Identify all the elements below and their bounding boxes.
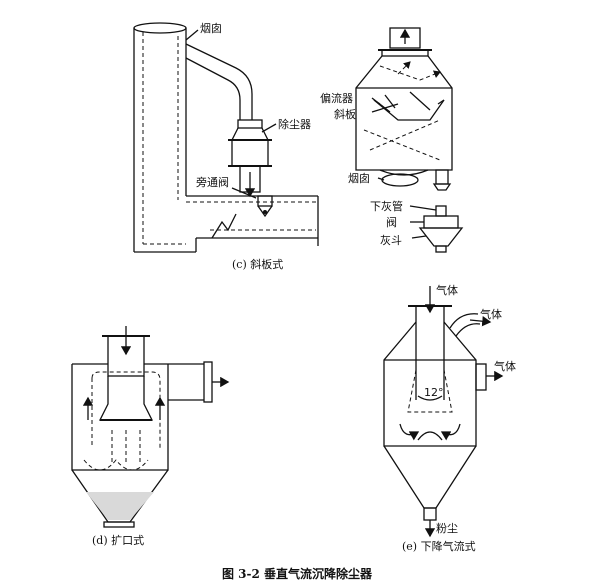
label-ash-pipe: 下灰管 bbox=[370, 199, 403, 213]
label-inclined-plate: 斜板 bbox=[334, 107, 356, 121]
panel-c: 烟囱 除尘器 旁通阀 偏流器 斜板 烟囱 下灰管 阀 灰斗 (c) 斜板式 bbox=[133, 21, 464, 271]
caption-panel-e: (e) 下降气流式 bbox=[402, 539, 476, 553]
leader-dust-collector bbox=[261, 123, 277, 133]
leader-chimney-right bbox=[377, 177, 385, 181]
leader-ash-pipe bbox=[409, 205, 437, 211]
label-ash-hopper: 灰斗 bbox=[380, 233, 402, 247]
dust-collector-unit bbox=[228, 119, 273, 218]
panel-e: 12° 气体 气体 气体 粉尘 (e) 下降气流式 bbox=[383, 283, 516, 553]
chimney-stack bbox=[133, 22, 187, 252]
panel-d: (d) 扩口式 bbox=[71, 326, 230, 547]
figure-title: 图 3-2 垂直气流沉降除尘器 bbox=[222, 566, 373, 581]
label-valve: 阀 bbox=[386, 215, 397, 229]
label-gas-in: 气体 bbox=[436, 283, 458, 297]
leader-ash-hopper bbox=[411, 235, 427, 239]
label-gas-out-side: 气体 bbox=[494, 359, 516, 373]
label-bypass-valve: 旁通阀 bbox=[196, 175, 229, 189]
leader-bypass-valve bbox=[231, 187, 257, 199]
connecting-pipe bbox=[185, 43, 253, 120]
leader-chimney-left bbox=[185, 29, 199, 41]
label-gas-out-top: 气体 bbox=[480, 307, 502, 321]
label-angle: 12° bbox=[424, 386, 444, 399]
label-dust-collector: 除尘器 bbox=[278, 117, 311, 131]
label-dust: 粉尘 bbox=[436, 522, 458, 535]
label-chimney-left: 烟囱 bbox=[200, 21, 222, 35]
inclined-plate-collector bbox=[355, 27, 464, 253]
caption-panel-d: (d) 扩口式 bbox=[92, 533, 144, 547]
flue-duct bbox=[134, 195, 319, 253]
label-deflector: 偏流器 bbox=[320, 91, 353, 105]
leader-inclined-plate bbox=[371, 103, 399, 113]
leader-deflector bbox=[371, 97, 391, 113]
label-chimney-right: 烟囱 bbox=[348, 171, 370, 185]
caption-panel-c: (c) 斜板式 bbox=[232, 257, 283, 271]
